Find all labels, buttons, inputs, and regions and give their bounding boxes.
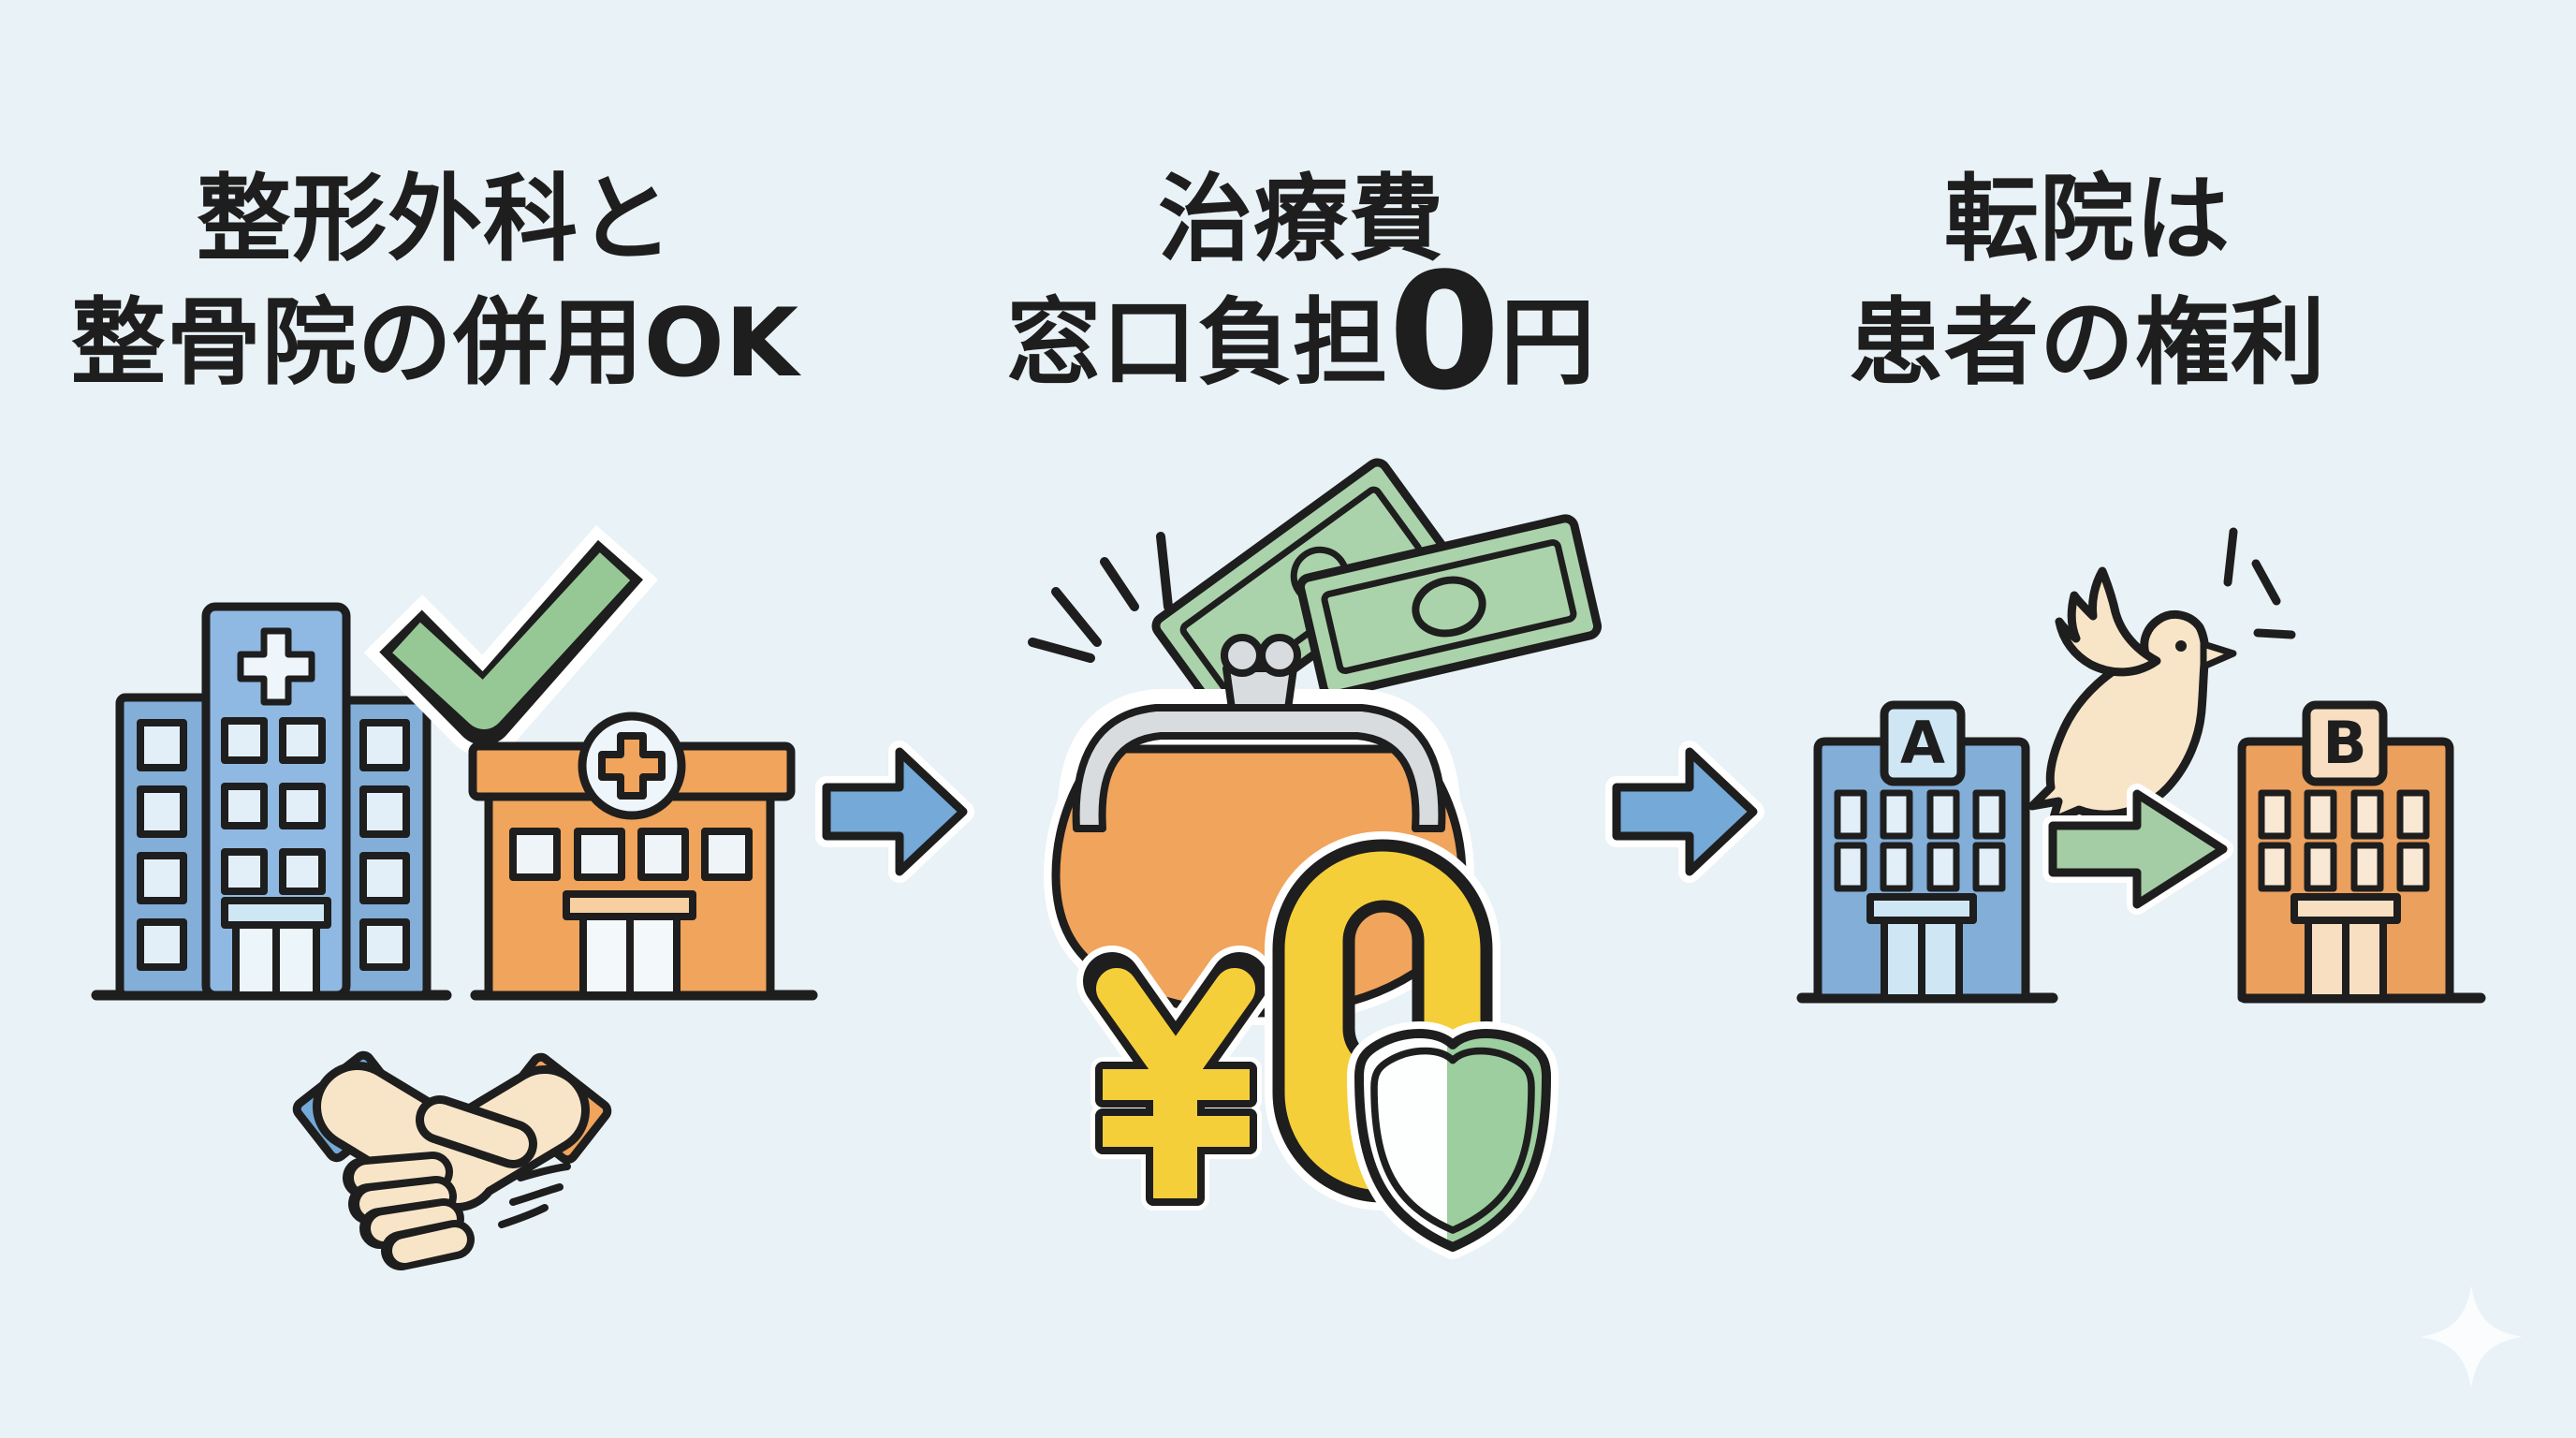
- title-line: 窓口負担0円: [1006, 237, 1596, 426]
- title-line: 整骨院の併用OK: [70, 287, 800, 398]
- section-title-transfer-right: 転院は 患者の権利: [1694, 157, 2481, 404]
- coin-purse-icon: [1044, 634, 1474, 1025]
- building-a-label: A: [1900, 709, 1945, 777]
- section-title-combined-use: 整形外科と 整骨院の併用OK: [37, 157, 833, 404]
- medical-cross-icon: [598, 732, 666, 800]
- flow-arrow-icon: [815, 741, 974, 883]
- title-line: 治療費: [1157, 164, 1444, 274]
- handshake-icon: [292, 1050, 612, 1270]
- medical-cross-icon: [237, 627, 315, 706]
- title-line: 整形外科と: [196, 164, 674, 274]
- section-title-zero-cost: 治療費 窓口負担0円: [927, 157, 1676, 426]
- dove-icon: [2027, 566, 2237, 826]
- banknotes-icon: [1151, 458, 1603, 722]
- sparkle-star-icon: [2420, 1285, 2523, 1388]
- title-line: 患者の権利: [1848, 287, 2326, 398]
- hospital-a-icon: A: [1813, 700, 2030, 1003]
- checkmark-icon: [363, 524, 659, 756]
- clinic-icon: [468, 712, 796, 1000]
- title-line: 転院は: [1943, 164, 2231, 274]
- sparkle-lines-icon: [1028, 532, 1173, 663]
- building-b-label: B: [2322, 709, 2366, 777]
- hospital-b-icon: B: [2237, 700, 2454, 1003]
- flow-arrow-icon: [1605, 741, 1764, 883]
- zero-amount: 0: [1388, 237, 1500, 426]
- chirp-lines-icon: [2223, 527, 2296, 639]
- shield-icon: [1359, 1034, 1546, 1247]
- hospital-icon: [115, 602, 432, 1000]
- transfer-arrow-icon: [2042, 784, 2233, 915]
